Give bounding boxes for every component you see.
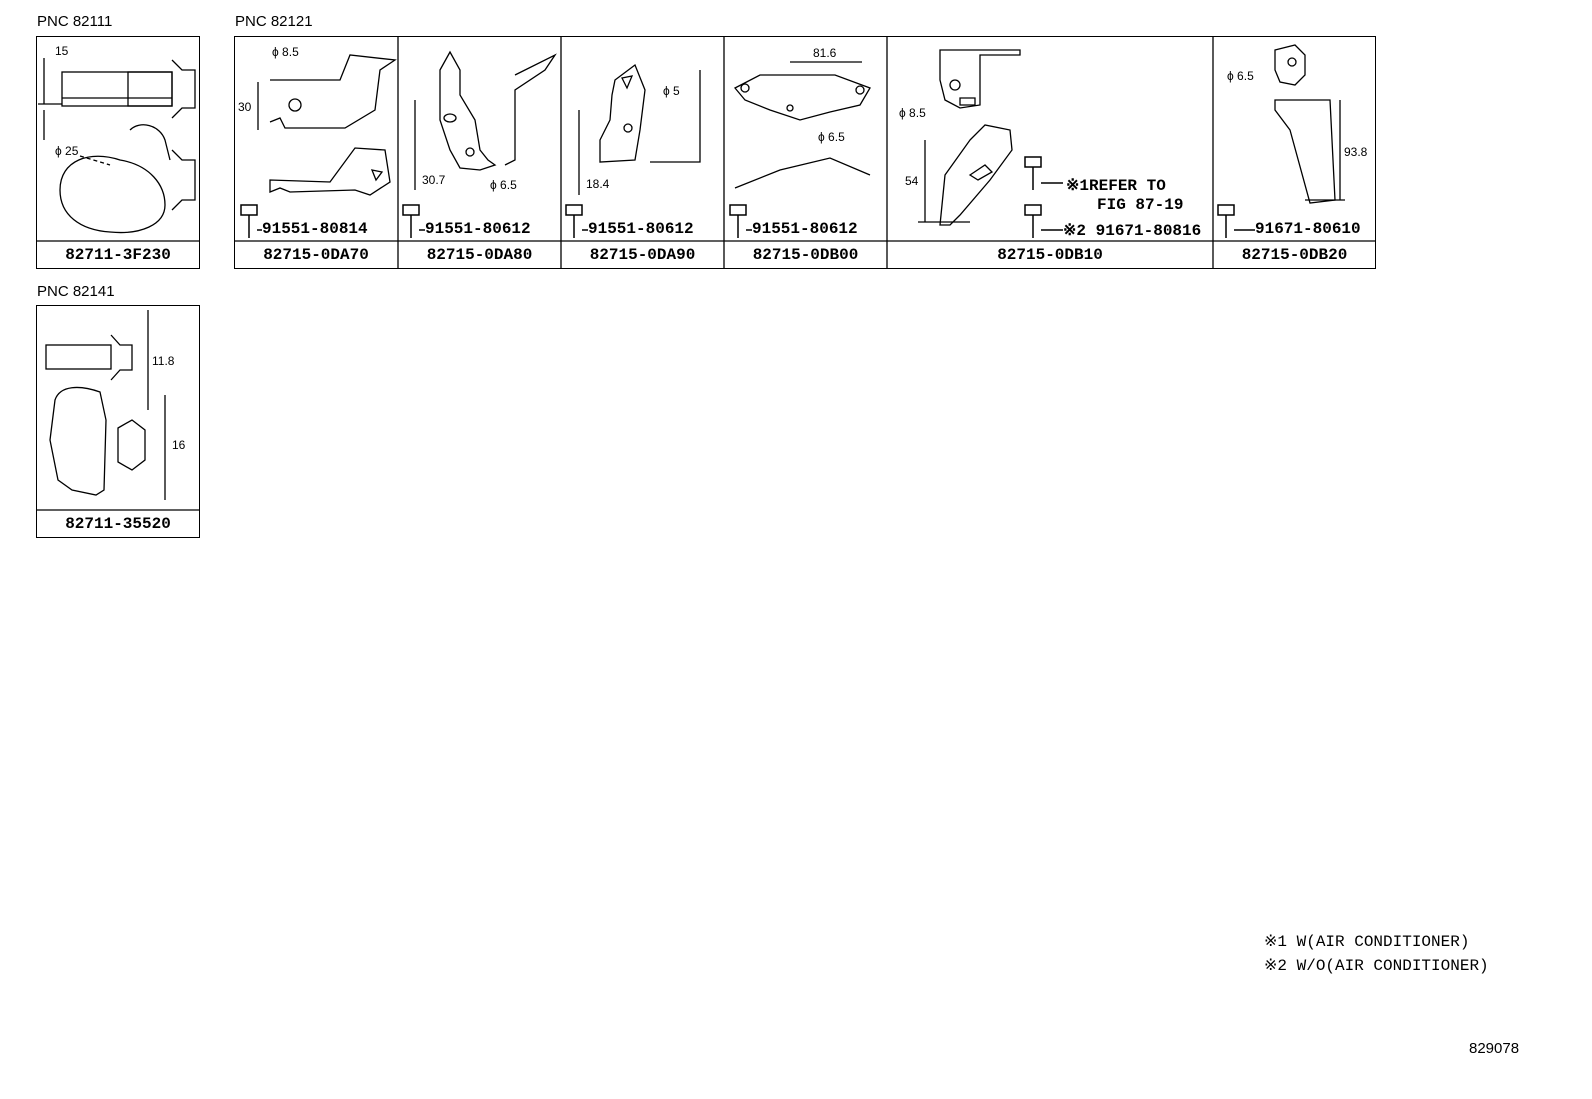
- bracket-82715-0DA80-drawing: [414, 50, 557, 190]
- bracket-82715-0DA90-drawing: [578, 63, 701, 195]
- part-box-82711-3F230[interactable]: [36, 36, 200, 269]
- bolt-number-91671-80610[interactable]: 91671-80610: [1255, 220, 1361, 238]
- dim-phi-6-5: ϕ 6.5: [490, 178, 517, 192]
- dim-30: 30: [238, 100, 252, 114]
- bracket-82715-0DA70-drawing: [257, 54, 397, 196]
- note-fig-87-19[interactable]: FIG 87-19: [1097, 196, 1184, 214]
- clip-82711-35520-drawing: [45, 310, 166, 500]
- bolt-number-91551-80814[interactable]: 91551-80814: [262, 220, 368, 238]
- dim-30-7: 30.7: [422, 173, 446, 187]
- figure-id: 829078: [1469, 1040, 1520, 1057]
- part-number-82715-0DA70[interactable]: 82715-0DA70: [263, 246, 369, 264]
- part-number-82715-0DB20[interactable]: 82715-0DB20: [1241, 246, 1348, 264]
- dim-18-4: 18.4: [586, 177, 610, 191]
- bolt-number-91671-80816[interactable]: ※2 91671-80816: [1063, 222, 1202, 240]
- bolt-icon: [240, 156, 1255, 238]
- dim-81-6: 81.6: [813, 46, 837, 60]
- part-number-82711-3F230[interactable]: 82711-3F230: [65, 246, 171, 264]
- bracket-82715-0DB10-drawing: [918, 49, 1021, 226]
- dim-15: 15: [55, 44, 69, 58]
- bracket-82715-0DB00-drawing: [733, 61, 871, 189]
- dim-16: 16: [172, 438, 186, 452]
- dim-11-8: 11.8: [152, 354, 175, 368]
- bolt-number-91551-80612-c[interactable]: 91551-80612: [752, 220, 858, 238]
- part-number-82715-0DB00[interactable]: 82715-0DB00: [752, 246, 859, 264]
- part-number-82715-0DA80[interactable]: 82715-0DA80: [426, 246, 533, 264]
- part-box-group-82121: [234, 36, 1376, 269]
- dim-phi-25: ϕ 25: [55, 144, 79, 158]
- bracket-82715-0DB20-drawing: [1274, 44, 1345, 204]
- part-box-82711-35520[interactable]: [36, 305, 200, 538]
- bolt-number-91551-80612-a[interactable]: 91551-80612: [425, 220, 531, 238]
- legend-note-1: ※1 W(AIR CONDITIONER): [1264, 933, 1470, 951]
- pnc-label-82141: PNC 82141: [37, 283, 115, 300]
- dim-phi-8-5: ϕ 8.5: [899, 106, 926, 120]
- legend-note-2: ※2 W/O(AIR CONDITIONER): [1264, 957, 1489, 975]
- dim-phi-6-5: ϕ 6.5: [818, 130, 845, 144]
- pnc-label-82121: PNC 82121: [235, 13, 313, 30]
- dim-phi-8-5: ϕ 8.5: [272, 45, 299, 59]
- dim-93-8: 93.8: [1344, 145, 1368, 159]
- dim-54: 54: [905, 174, 919, 188]
- part-number-82711-35520[interactable]: 82711-35520: [65, 515, 171, 533]
- part-number-82715-0DA90[interactable]: 82715-0DA90: [589, 246, 696, 264]
- part-number-82715-0DB10[interactable]: 82715-0DB10: [997, 246, 1103, 264]
- dim-phi-6-5: ϕ 6.5: [1227, 69, 1254, 83]
- bolt-number-91551-80612-b[interactable]: 91551-80612: [588, 220, 694, 238]
- dim-phi-5: ϕ 5: [663, 84, 680, 98]
- pnc-label-82111: PNC 82111: [37, 13, 113, 30]
- clip-82711-3F230-drawing: [38, 58, 196, 234]
- note-refer-to: ※1REFER TO: [1066, 177, 1166, 195]
